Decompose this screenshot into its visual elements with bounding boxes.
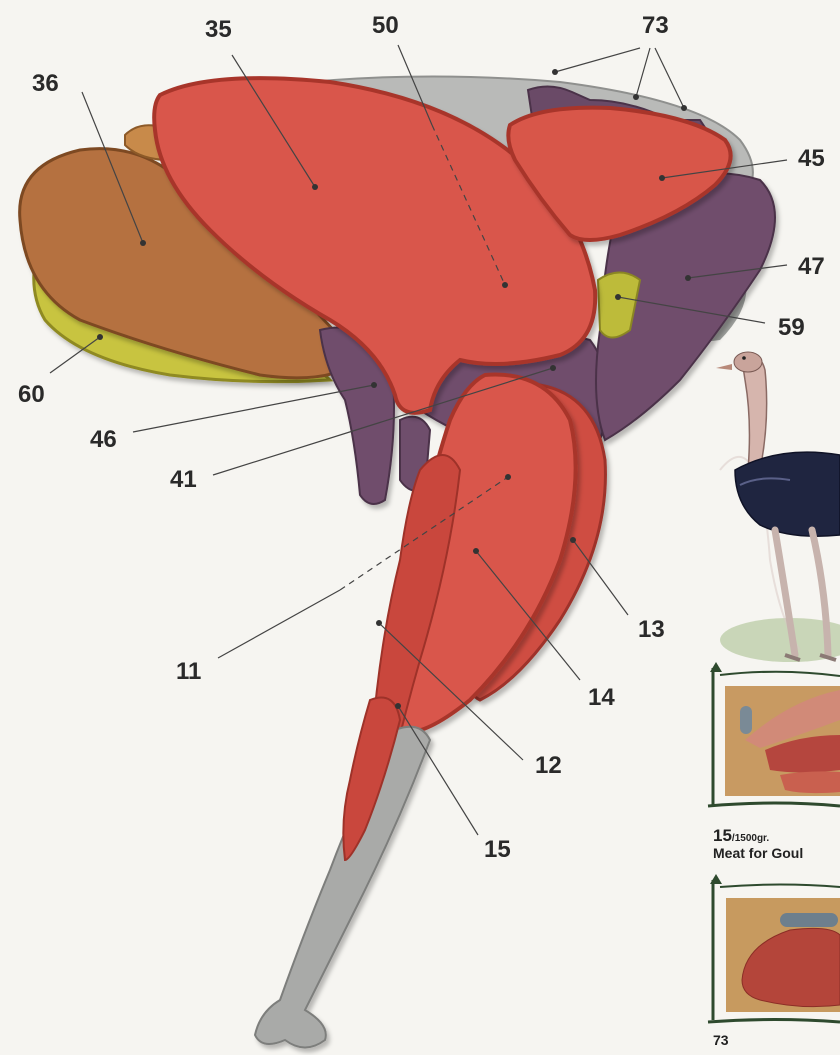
callout-13: 13	[638, 618, 665, 642]
callout-11: 11	[176, 660, 201, 684]
callout-15: 15	[484, 838, 511, 862]
callout-46: 46	[90, 428, 117, 452]
photo-frame-1	[708, 662, 840, 806]
photo2-caption: 73	[713, 1033, 729, 1049]
callout-12: 12	[535, 754, 562, 778]
ostrich-illustration	[716, 352, 840, 662]
callout-35: 35	[205, 18, 232, 42]
callout-60: 60	[18, 383, 45, 407]
callout-59: 59	[778, 316, 805, 340]
callout-73-top: 73	[642, 14, 669, 38]
callout-36: 36	[32, 72, 59, 96]
photo1-number: 15	[713, 826, 732, 845]
callout-50: 50	[372, 14, 399, 38]
photo1-name: Meat for Goul	[713, 846, 803, 860]
callout-47: 47	[798, 255, 825, 279]
photo1-weight: /1500gr.	[732, 833, 769, 844]
photo2-number: 73	[713, 1032, 729, 1048]
callout-41: 41	[170, 468, 197, 492]
callout-14: 14	[588, 686, 615, 710]
photo-frame-2	[708, 874, 840, 1022]
callout-45: 45	[798, 147, 825, 171]
tibiotarsus-bone	[255, 727, 430, 1048]
photo1-caption: 15/1500gr.	[713, 827, 769, 845]
